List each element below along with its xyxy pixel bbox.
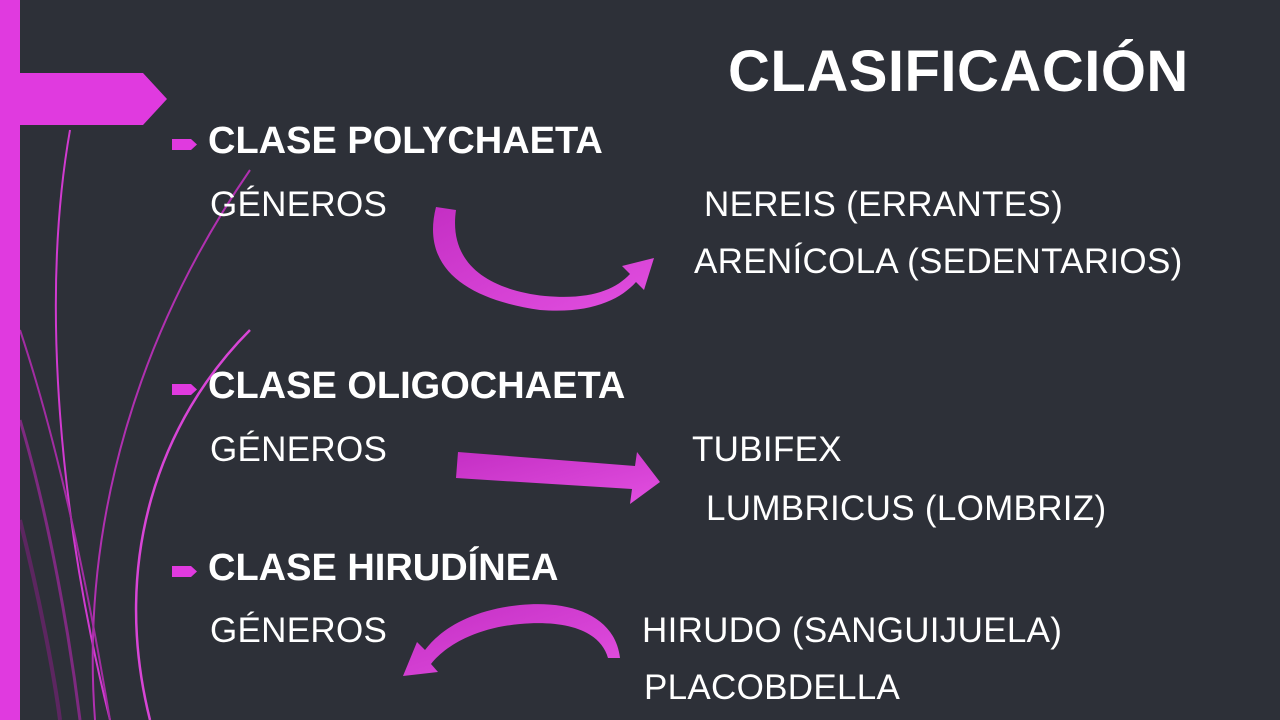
genus-item: LUMBRICUS (LOMBRIZ) [706,489,1107,528]
bullet-arrow-icon [172,566,197,577]
header-accent-pointer [20,73,167,125]
curved-arrow-down-left-icon [403,604,620,676]
genus-item: HIRUDO (SANGUIJUELA) [642,611,1063,650]
bullet-arrow-icon [172,384,197,395]
decorative-curves [18,129,251,720]
bullet-arrow-icon [172,139,197,150]
genera-label: GÉNEROS [210,185,388,224]
genus-item: PLACOBDELLA [644,668,901,707]
genera-label: GÉNEROS [210,430,388,469]
genera-label: GÉNEROS [210,611,388,650]
slide-title: CLASIFICACIÓN [728,39,1189,104]
straight-arrow-right-icon [456,452,660,504]
class-heading-hirudinea: CLASE HIRUDÍNEA [208,547,559,589]
class-heading-polychaeta: CLASE POLYCHAETA [208,120,603,162]
genus-item: NEREIS (ERRANTES) [704,185,1064,224]
left-accent-bar [0,0,20,720]
genus-item: ARENÍCOLA (SEDENTARIOS) [694,242,1183,281]
curved-arrow-up-right-icon [433,207,654,311]
genus-item: TUBIFEX [692,430,842,469]
class-heading-oligochaeta: CLASE OLIGOCHAETA [208,365,626,407]
